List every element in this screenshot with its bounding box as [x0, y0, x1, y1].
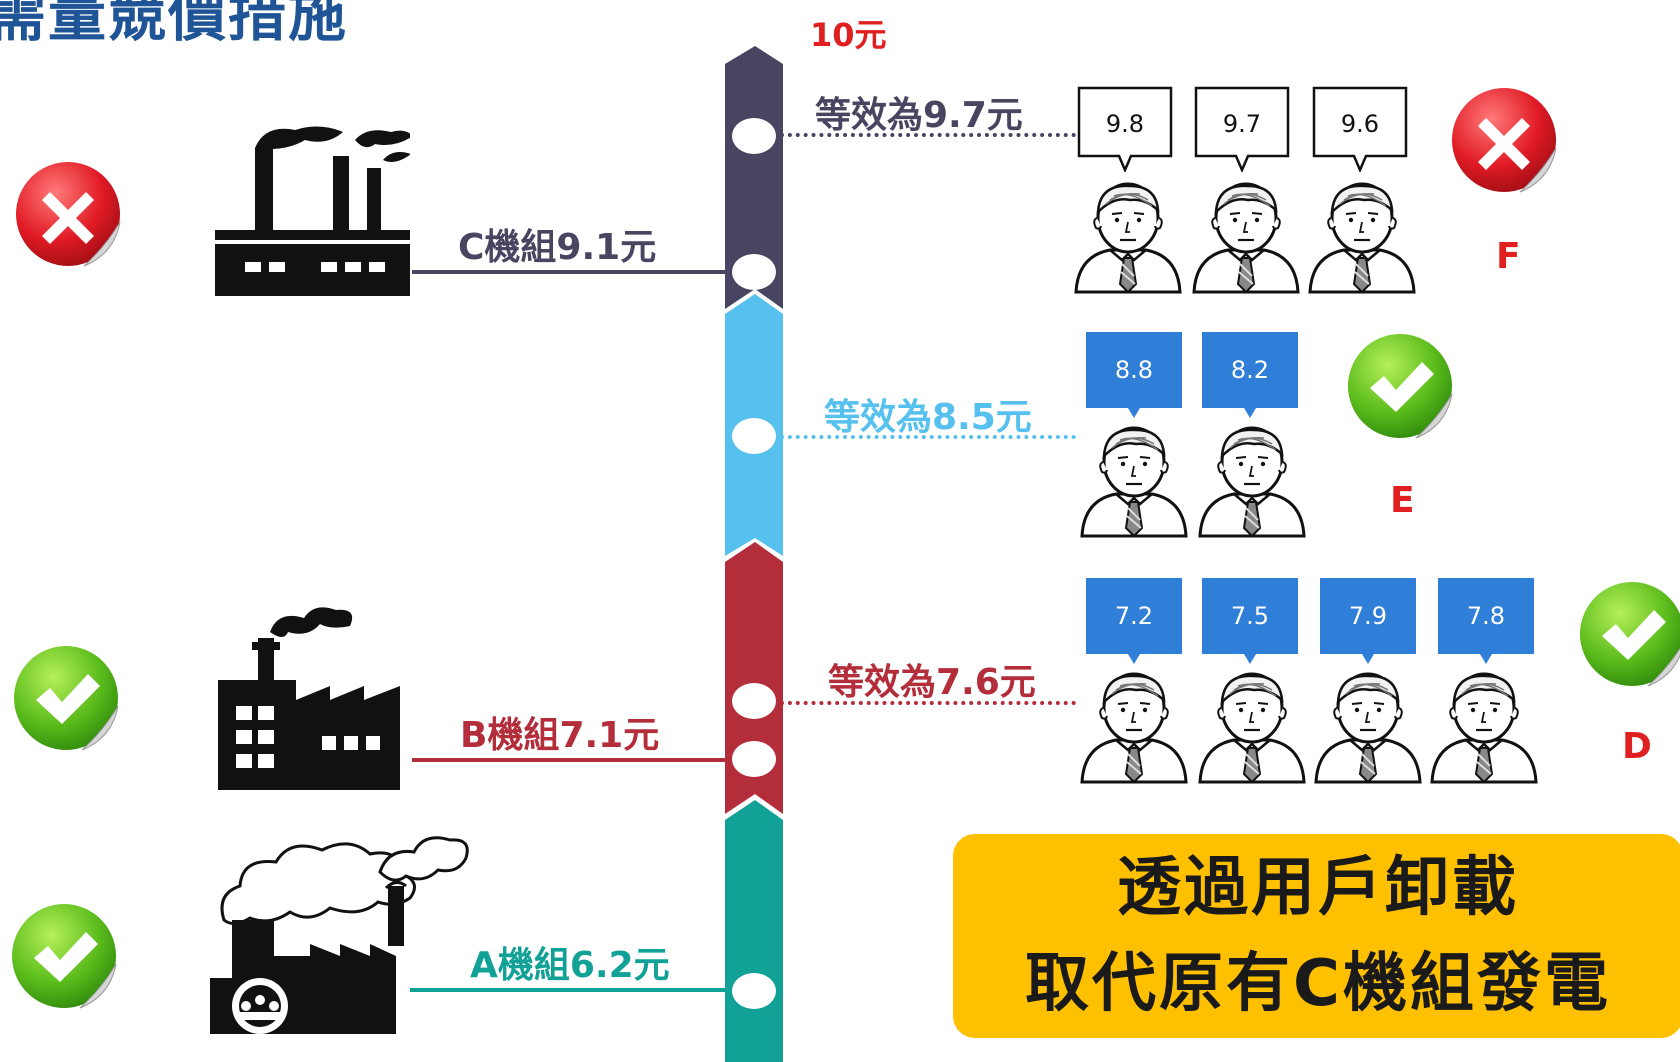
bid-bubble: 8.2: [1202, 332, 1298, 418]
page-title: 需量競價措施: [0, 0, 349, 49]
approve-badge-icon: [6, 900, 124, 1018]
bid-value: 7.8: [1466, 602, 1506, 630]
group-letter-e: E: [1390, 480, 1415, 521]
factory-icon-c: [215, 126, 410, 296]
equiv-f-label: 等效為9.7元: [815, 95, 1023, 136]
price-band: [725, 46, 783, 1062]
band-marker-f: [732, 118, 776, 154]
approve-badge-icon: [8, 642, 126, 760]
person-icon: [1194, 424, 1310, 542]
approve-badge-icon: [1574, 578, 1680, 696]
bid-value: 9.8: [1105, 110, 1145, 138]
bid-value: 7.9: [1348, 602, 1388, 630]
person-icon: [1076, 670, 1192, 788]
equiv-e-label: 等效為8.5元: [824, 397, 1032, 438]
bid-bubble: 7.2: [1086, 578, 1182, 664]
bid-bubble: 7.9: [1320, 578, 1416, 664]
band-marker-a: [732, 973, 776, 1009]
unit-b-connector: [412, 758, 730, 762]
top-price-label: 10元: [810, 16, 887, 54]
bid-bubble: 7.8: [1438, 578, 1534, 664]
unit-b-label: B機組7.1元: [460, 715, 660, 756]
band-marker-b: [732, 741, 776, 777]
band-marker-e: [732, 418, 776, 454]
unit-c-connector: [412, 270, 730, 274]
factory-icon-b: [218, 607, 400, 790]
summary-line-1: 透過用戶卸載: [1117, 851, 1519, 925]
bid-value: 9.7: [1222, 110, 1262, 138]
bid-bubble: 9.7: [1194, 86, 1290, 172]
person-icon: [1076, 424, 1192, 542]
bid-value: 8.8: [1114, 356, 1154, 384]
person-icon: [1070, 180, 1186, 298]
equiv-d-label: 等效為7.6元: [828, 662, 1036, 703]
bid-bubble: 7.5: [1202, 578, 1298, 664]
bid-bubble: 9.8: [1077, 86, 1173, 172]
equiv-f-connector: [780, 133, 1076, 137]
band-segment-c: [725, 46, 783, 309]
band-segment-a: [725, 800, 783, 1062]
bid-bubble: 8.8: [1086, 332, 1182, 418]
band-marker-c: [732, 254, 776, 290]
person-icon: [1188, 180, 1304, 298]
unit-a-label: A機組6.2元: [470, 945, 670, 986]
factory-icon-a: [210, 836, 469, 1034]
reject-badge-icon: [10, 158, 128, 276]
reject-badge-icon: [1446, 84, 1564, 202]
bid-value: 9.6: [1340, 110, 1380, 138]
person-icon: [1310, 670, 1426, 788]
summary-callout: 透過用戶卸載 取代原有C機組發電: [953, 834, 1680, 1038]
equiv-e-connector: [780, 435, 1076, 439]
equiv-d-connector: [780, 701, 1076, 705]
unit-a-connector: [410, 988, 730, 992]
person-icon: [1426, 670, 1542, 788]
bid-value: 8.2: [1230, 356, 1270, 384]
group-letter-f: F: [1496, 236, 1521, 277]
bid-value: 7.5: [1230, 602, 1270, 630]
person-icon: [1304, 180, 1420, 298]
summary-line-2: 取代原有C機組發電: [1025, 947, 1611, 1021]
person-icon: [1194, 670, 1310, 788]
bid-bubble: 9.6: [1312, 86, 1408, 172]
group-letter-d: D: [1622, 726, 1652, 767]
approve-badge-icon: [1342, 330, 1460, 448]
bid-value: 7.2: [1114, 602, 1154, 630]
band-marker-d: [732, 683, 776, 719]
unit-c-label: C機組9.1元: [458, 227, 657, 268]
